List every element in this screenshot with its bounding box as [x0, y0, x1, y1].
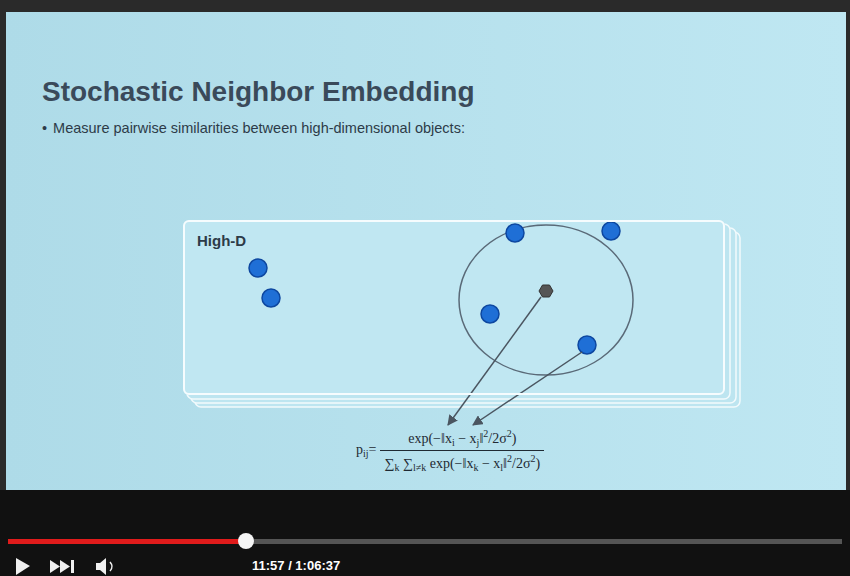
volume-icon [110, 562, 112, 571]
slide-ground [6, 12, 846, 490]
formula-term: − x [455, 431, 477, 446]
formula-term: /2σ [512, 456, 530, 471]
next-icon [60, 560, 70, 573]
formula-term: ‖ [479, 431, 483, 446]
formula-lhs: pij= [356, 442, 376, 459]
formula-term: 2 [530, 453, 535, 464]
data-points [249, 222, 620, 354]
formula-term: l [500, 462, 503, 473]
formula-term: = [369, 442, 377, 457]
formula-term: ∑ [399, 456, 412, 471]
formula-term: exp(−‖x [408, 431, 452, 446]
player-bar [0, 490, 850, 576]
panel-heading: High-D [197, 232, 246, 249]
data-point [506, 224, 524, 242]
next-icon [50, 560, 60, 573]
next-icon [71, 560, 74, 573]
formula-term: ∑ [384, 456, 394, 471]
formula-term: 2 [507, 428, 512, 439]
formula-term: 2 [483, 428, 488, 439]
bullet-text: Measure pairwise similarities between hi… [53, 120, 465, 136]
formula-term: − x [478, 456, 500, 471]
play-icon [16, 558, 30, 575]
formula-term: i [452, 437, 455, 448]
formula-term: l≠k [413, 462, 426, 473]
slide-title: Stochastic Neighbor Embedding [42, 76, 474, 108]
video-time: 11:57 / 1:06:37 [252, 558, 340, 573]
formula-term: p [356, 442, 363, 457]
bullet-mark: • [42, 120, 47, 136]
similarity-formula: pij=exp(−‖xi − xj‖2/2σ2)∑k ∑l≠k exp(−‖xk… [356, 428, 544, 473]
formula-term: ij [363, 448, 369, 459]
data-point [578, 336, 596, 354]
formula-term: 2 [507, 453, 512, 464]
formula-numerator: exp(−‖xi − xj‖2/2σ2) [380, 428, 544, 451]
formula-term: k [394, 462, 399, 473]
progress-played [8, 539, 246, 544]
progress-scrubber [238, 533, 254, 549]
formula-term: exp(−‖x [426, 456, 473, 471]
data-point [249, 259, 267, 277]
leader-arrow [448, 297, 541, 425]
formula-term: ) [535, 456, 540, 471]
leader-arrow [473, 352, 582, 425]
formula-term: ) [512, 431, 517, 446]
formula-denominator: ∑k ∑l≠k exp(−‖xk − xl‖2/2σ2) [380, 451, 544, 473]
formula-term: /2σ [488, 431, 506, 446]
data-point [262, 289, 280, 307]
formula-term: ‖ [503, 456, 507, 471]
formula-fraction: exp(−‖xi − xj‖2/2σ2)∑k ∑l≠k exp(−‖xk − x… [380, 428, 544, 473]
volume-icon [96, 558, 106, 575]
front-card [183, 220, 725, 395]
data-point [602, 222, 620, 240]
formula-term: j [477, 437, 480, 448]
data-point [481, 305, 499, 323]
formula-term: k [473, 462, 478, 473]
query-point [539, 285, 553, 297]
neighborhood-circle [459, 225, 633, 375]
panel-box: High-D [183, 220, 725, 395]
progress-track [8, 539, 842, 544]
